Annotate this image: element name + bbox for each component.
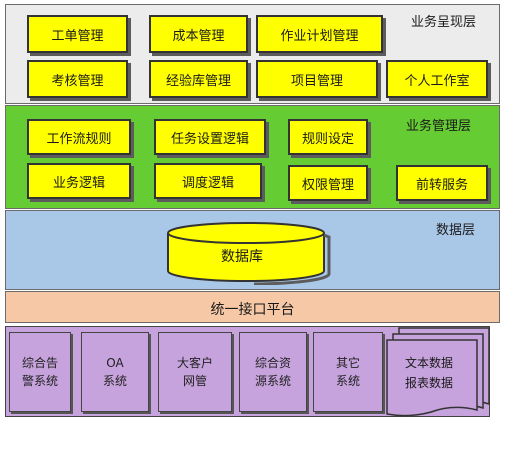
personal-studio-box: 个人工作室 [386, 60, 488, 98]
platform-title: 统一接口平台 [210, 302, 295, 318]
forward-service-box: 前转服务 [396, 165, 488, 201]
business-management-layer: 业务管理层 工作流规则 任务设置逻辑 规则设定 业务逻辑 调度逻辑 权限管理 前… [5, 105, 500, 209]
system-major-customer: 大客户网管 [158, 332, 232, 412]
workflow-rules-box: 工作流规则 [27, 119, 131, 155]
presentation-layer-title: 业务呈现层 [411, 15, 477, 30]
job-plan-management-box: 作业计划管理 [256, 15, 383, 53]
system-other: 其它系统 [313, 332, 383, 412]
experience-library-box: 经验库管理 [149, 60, 248, 98]
rule-setting-box: 规则设定 [288, 119, 368, 155]
database-label: 数据库 [221, 249, 263, 265]
cost-management-box: 成本管理 [149, 15, 248, 53]
document-report-data: 报表数据 [405, 376, 454, 390]
document-stack-icon [386, 327, 490, 417]
system-resource: 综合资源系统 [239, 332, 307, 412]
system-alarm: 综合告警系统 [9, 332, 71, 412]
scheduling-logic-box: 调度逻辑 [154, 163, 262, 199]
data-layer: 数据层 数据库 [5, 210, 500, 290]
database-cylinder-icon [167, 222, 331, 285]
document-text-data: 文本数据 [405, 356, 454, 370]
permission-management-box: 权限管理 [288, 165, 368, 201]
presentation-layer: 业务呈现层 工单管理 成本管理 作业计划管理 考核管理 经验库管理 项目管理 个… [5, 4, 500, 104]
assessment-management-box: 考核管理 [27, 60, 128, 98]
platform-layer: 统一接口平台 [5, 291, 500, 323]
data-layer-title: 数据层 [436, 223, 476, 238]
work-order-management-box: 工单管理 [27, 15, 128, 53]
project-management-box: 项目管理 [256, 60, 378, 98]
business-logic-box: 业务逻辑 [27, 163, 131, 199]
business-layer-title: 业务管理层 [406, 119, 472, 134]
task-setting-logic-box: 任务设置逻辑 [154, 119, 266, 155]
